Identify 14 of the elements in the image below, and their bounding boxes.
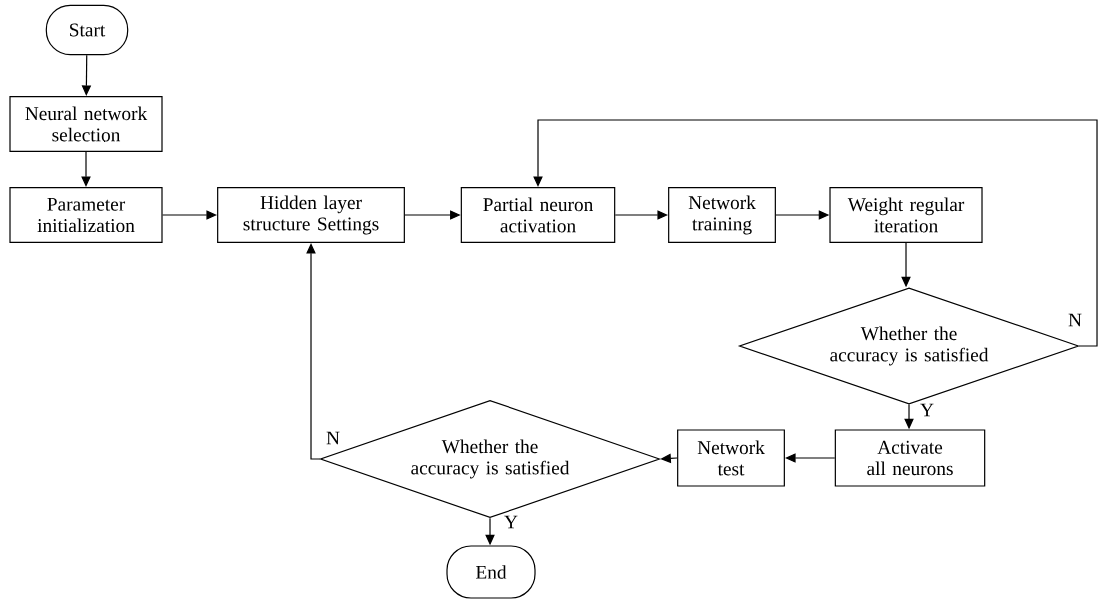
process-box: Hidden layer structure Settings [217, 187, 405, 243]
process-box: Partial neuron activation [460, 187, 616, 243]
process-box: Parameter initialization [9, 187, 163, 243]
arrow [81, 54, 92, 96]
process-box: Activate all neurons [834, 429, 986, 487]
arrow [785, 453, 836, 463]
process-box: Weight regular iteration [829, 187, 983, 243]
edge-label: N [324, 430, 342, 446]
edge-label: Y [918, 402, 936, 418]
process-box: Neural network selection [9, 96, 163, 152]
process-box: Network training [668, 187, 776, 243]
arrow [533, 119, 1098, 347]
process-box: Network test [677, 429, 785, 487]
edge-label: N [1066, 312, 1084, 328]
